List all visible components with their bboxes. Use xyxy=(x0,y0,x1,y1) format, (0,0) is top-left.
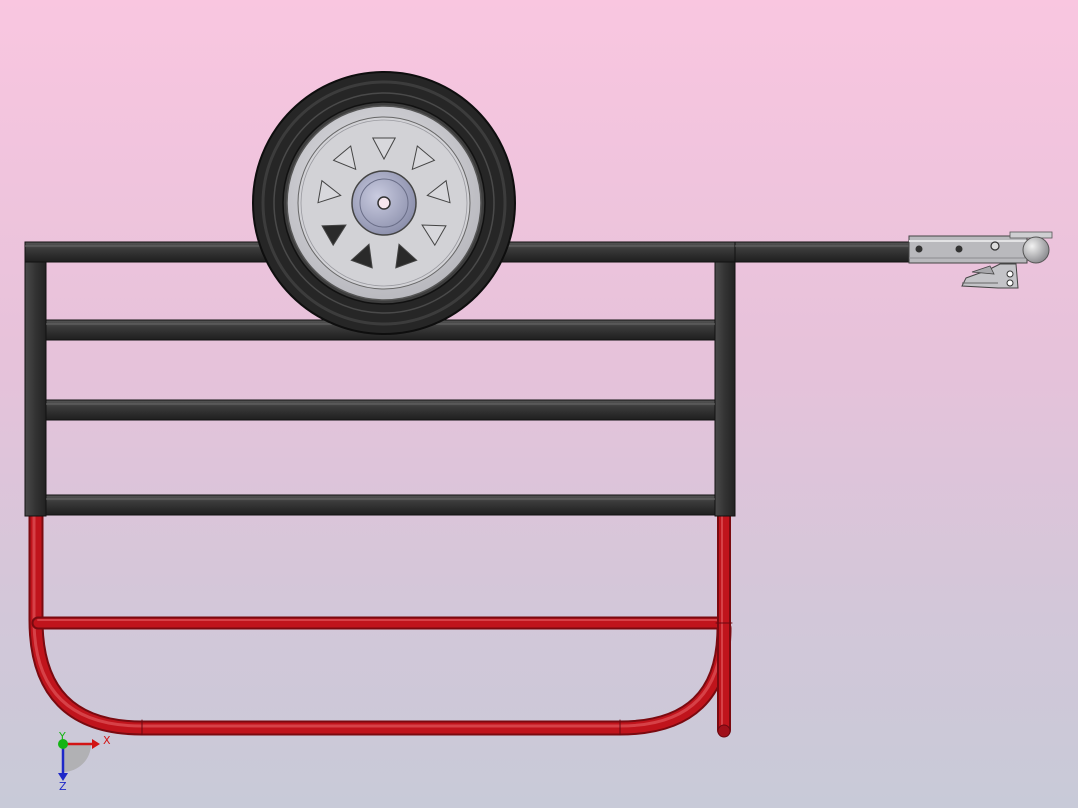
frame-left-post xyxy=(24,254,47,517)
frame-right-post xyxy=(714,254,736,517)
spare-wheel[interactable] xyxy=(252,71,516,335)
axis-triad: X Y Z xyxy=(58,730,111,793)
hitch-coupler[interactable] xyxy=(908,231,1053,289)
frame-rail-3 xyxy=(45,494,716,516)
rim-vent-hole xyxy=(332,145,357,171)
coupler-ball xyxy=(1022,236,1050,264)
rim-vent-hole xyxy=(321,224,347,247)
y-axis-dot xyxy=(58,739,68,749)
red-tube-frame[interactable] xyxy=(28,508,733,738)
hub-center-hole xyxy=(377,196,391,210)
tongue-beam xyxy=(734,241,912,263)
rim-vent-hole xyxy=(426,179,451,204)
black-steel-frame[interactable] xyxy=(24,241,912,517)
rim-vent-hole xyxy=(317,179,342,204)
rim-vent-hole xyxy=(371,137,397,161)
rim-vent-hole xyxy=(411,145,436,171)
frame-rail-2 xyxy=(45,399,716,421)
rim-vent-hole xyxy=(350,243,373,269)
z-axis-label: Z xyxy=(59,780,67,793)
rim-vent-hole xyxy=(395,243,418,269)
rim-vent-holes xyxy=(317,137,451,269)
rim-vent-hole xyxy=(421,224,447,247)
x-axis-label: X xyxy=(103,734,111,747)
y-axis-label: Y xyxy=(58,730,66,743)
